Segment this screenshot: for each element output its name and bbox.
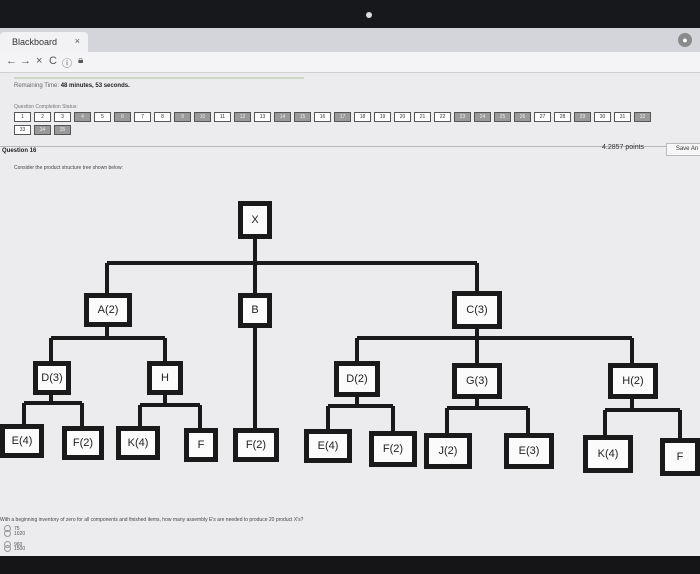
question-nav-button[interactable]: 14 [274,112,291,122]
browser-toolbar: ← → × C ⓘ 🔒︎ [0,52,700,73]
node-a: A(2) [84,293,132,327]
answer-option[interactable]: 1020 [4,530,25,537]
question-nav-button[interactable]: 5 [94,112,111,122]
timer-label: Remaining Time: [14,83,60,89]
question-nav-button[interactable]: 20 [394,112,411,122]
question-prompt: Consider the product structure tree show… [14,165,123,171]
radio-button[interactable] [4,530,11,537]
profile-icon[interactable]: ● [678,33,692,47]
back-icon[interactable]: ← [6,55,17,67]
question-nav-button[interactable]: 35 [54,125,71,135]
node-g3: G(3) [452,363,502,399]
node-e4: E(4) [0,424,44,458]
timer-progress-bar [14,77,304,79]
tab-title: Blackboard [12,37,58,47]
question-nav-button[interactable]: 21 [414,112,431,122]
question-nav-button[interactable]: 30 [594,112,611,122]
node-f2: F(2) [233,428,279,462]
question-nav-button[interactable]: 9 [174,112,191,122]
laptop-bottom-bezel [0,556,700,574]
forward-icon[interactable]: → [20,55,31,67]
question-text: With a beginning inventory of zero for a… [0,517,304,523]
question-nav-button[interactable]: 15 [294,112,311,122]
node-f2: F(2) [369,431,417,467]
tree-connectors [22,237,682,440]
divider [0,146,700,147]
camera-dot [366,12,372,18]
completion-status-label: Question Completion Status: [14,104,78,110]
stop-icon[interactable]: × [36,55,43,67]
node-h2: H(2) [608,363,658,399]
browser-tab[interactable]: Blackboard × [0,32,88,52]
node-e3: E(3) [504,433,554,469]
node-c: C(3) [452,291,502,329]
radio-button[interactable] [4,545,11,552]
question-nav-button[interactable]: 12 [234,112,251,122]
question-nav-button[interactable]: 23 [454,112,471,122]
question-nav-button[interactable]: 29 [574,112,591,122]
question-points: 4.2857 points [602,144,645,151]
remaining-time: Remaining Time: 48 minutes, 53 seconds. [14,83,130,89]
question-nav-button[interactable]: 24 [474,112,491,122]
node-k4: K(4) [116,426,160,460]
question-nav-button[interactable]: 33 [14,125,31,135]
node-d3: D(3) [33,361,71,395]
question-nav-button[interactable]: 22 [434,112,451,122]
product-structure-tree [22,237,682,440]
question-nav-button[interactable]: 7 [134,112,151,122]
node-x: X [238,201,272,239]
question-nav-button[interactable]: 2 [34,112,51,122]
lock-icon: 🔒︎ [78,55,84,66]
node-j2: J(2) [424,433,472,469]
question-nav-button[interactable]: 4 [74,112,91,122]
question-nav-button[interactable]: 10 [194,112,211,122]
question-nav-button[interactable]: 6 [114,112,131,122]
node-f: F [184,428,218,462]
answer-option[interactable]: 1500 [4,545,25,552]
question-nav-button[interactable]: 18 [354,112,371,122]
question-nav-button[interactable]: 3 [54,112,71,122]
tab-close-icon[interactable]: × [74,36,80,46]
question-number: Question 16 [2,148,37,154]
question-nav-button[interactable]: 1 [14,112,31,122]
question-nav-button[interactable]: 32 [634,112,651,122]
reload-icon[interactable]: C [49,55,57,67]
question-nav-button[interactable]: 26 [514,112,531,122]
question-nav-button[interactable]: 17 [334,112,351,122]
question-nav-button[interactable]: 13 [254,112,271,122]
info-icon[interactable]: ⓘ [62,59,72,70]
node-b: B [238,293,272,328]
node-d2: D(2) [334,361,380,397]
node-e4: E(4) [304,429,352,463]
save-answer-button[interactable]: Save An [666,143,700,156]
tab-bar: Blackboard × ● [0,28,700,52]
question-nav-button[interactable]: 19 [374,112,391,122]
node-k4: K(4) [583,435,633,473]
node-f: F [660,438,700,476]
question-nav-button[interactable]: 16 [314,112,331,122]
question-nav-button[interactable]: 27 [534,112,551,122]
question-nav-button[interactable]: 8 [154,112,171,122]
browser-window: Blackboard × ● ← → × C ⓘ 🔒︎ Remaining Ti… [0,28,700,556]
question-nav-button[interactable]: 25 [494,112,511,122]
question-nav-button[interactable]: 28 [554,112,571,122]
question-nav-button[interactable]: 34 [34,125,51,135]
question-nav-button[interactable]: 11 [214,112,231,122]
laptop-bezel [0,0,700,30]
timer-value: 48 minutes, 53 seconds. [60,83,130,89]
test-page: Remaining Time: 48 minutes, 53 seconds. … [0,73,700,556]
node-f2: F(2) [62,426,104,460]
question-nav-button[interactable]: 31 [614,112,631,122]
node-h: H [147,361,183,395]
